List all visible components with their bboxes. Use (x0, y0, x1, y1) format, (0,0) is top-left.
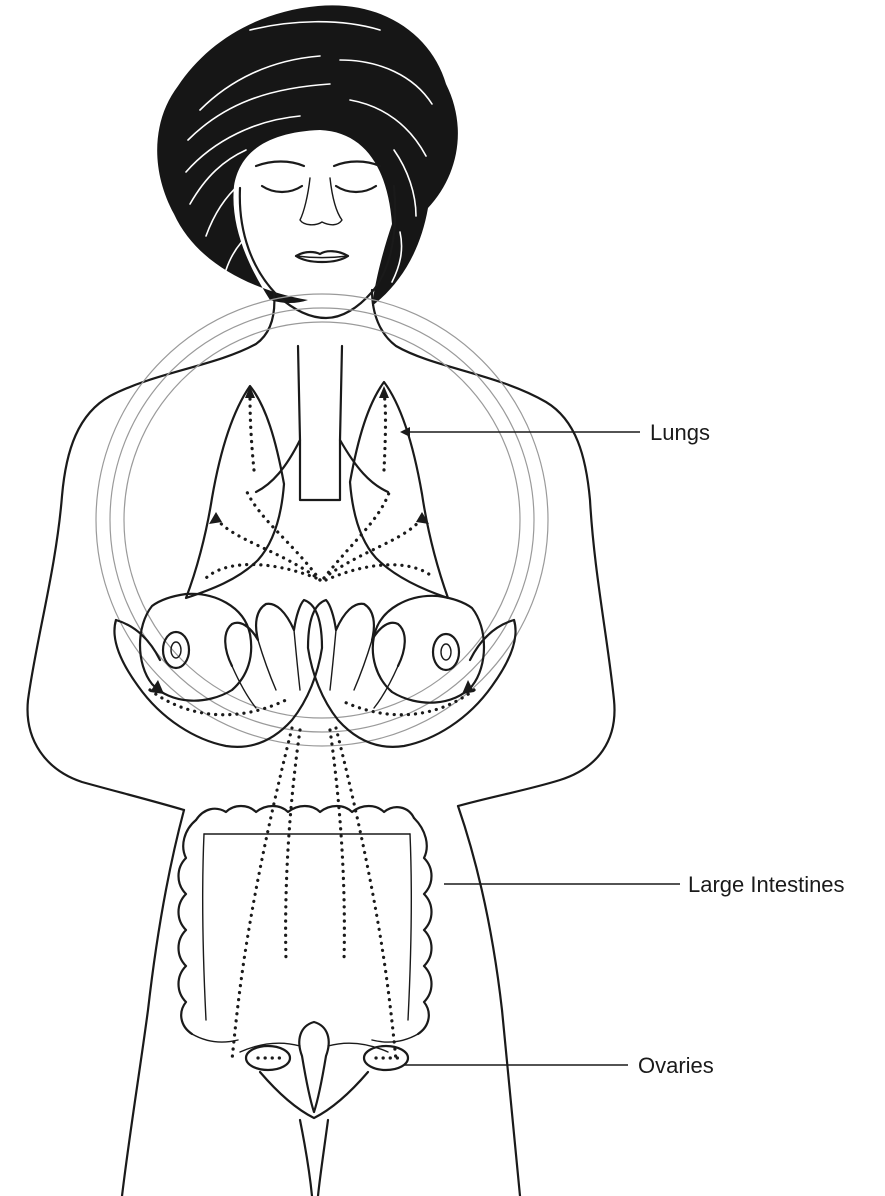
ovaries-label: Ovaries (638, 1053, 714, 1078)
large-intestines (179, 728, 432, 1060)
label-lungs: Lungs (400, 420, 710, 445)
hands (114, 600, 515, 747)
right-eye (336, 186, 376, 192)
right-hand (308, 600, 516, 747)
breasts (140, 594, 484, 715)
right-lung (350, 382, 448, 598)
ovaries-uterus (240, 1022, 408, 1112)
right-ovary (364, 1046, 408, 1070)
label-large-intestines: Large Intestines (444, 872, 845, 897)
body-outline (28, 290, 615, 1196)
left-ovary (246, 1046, 290, 1070)
left-eye (262, 186, 302, 192)
energy-halo (96, 294, 548, 746)
lungs (186, 346, 448, 598)
lungs-label: Lungs (650, 420, 710, 445)
large-intestines-label: Large Intestines (688, 872, 845, 897)
label-ovaries: Ovaries (404, 1053, 714, 1078)
